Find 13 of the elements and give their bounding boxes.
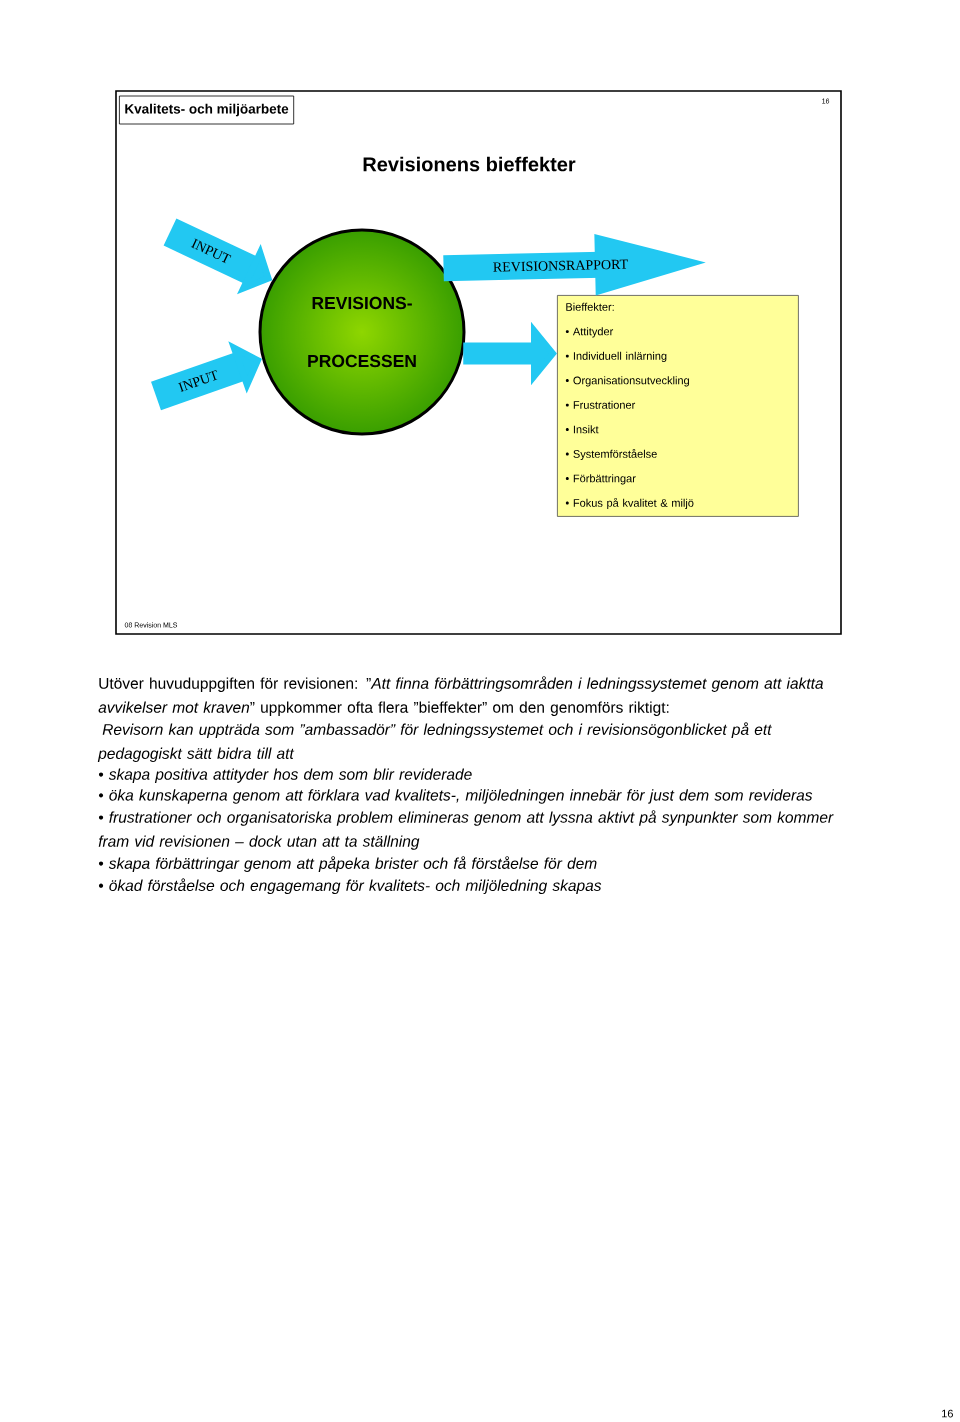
page-number: 16 bbox=[942, 1409, 953, 1418]
slide-title: Revisionens bieffekter bbox=[363, 156, 576, 172]
paragraph: • ökad förståelse och engagemang för kvalitets- och miljöledning skapas bbox=[98, 878, 602, 895]
paragraph: Revisorn kan uppträda som ”ambassadör” för ledningssystemet och i revisionsögonblicket på ett pedagogiskt sätt bidra till att bbox=[97, 722, 772, 763]
paragraph: • skapa positiva attityder hos dem som blir reviderade bbox=[98, 768, 472, 783]
paragraph: • skapa förbättringar genom att påpeka brister och få förståelse för dem bbox=[98, 856, 597, 872]
header-box: Kvalitets- och miljöarbete bbox=[119, 95, 295, 125]
arrow-label: REVISIONSRAPPORT bbox=[493, 259, 628, 272]
paragraph: Utöver huvuduppgiften för revisionen: ”Att finna förbättringsområden i ledningssystemet genom att iaktta avvikelser mot kraven” uppkommer ofta flera ”bieffekter” om den genomförs riktigt: bbox=[98, 676, 824, 716]
effects-box: Bieffekter: • Attityder • Individuell inlärning • Organisationsutveckling • Frustrationer • Insikt • Systemförståelse • Förbättringar • Fokus på kvalitet & miljö bbox=[557, 295, 799, 517]
arrow-label: INPUT bbox=[177, 370, 218, 393]
paragraph: • öka kunskaperna genom att förklara vad kvalitets-, miljöledningen innebär för just dem som revideras bbox=[98, 789, 813, 804]
paragraph: • frustrationer och organisatoriska problem elimineras genom att lyssna aktivt på synpunkter som kommer fram vid revisionen – dock utan att ta ställning bbox=[98, 810, 834, 850]
